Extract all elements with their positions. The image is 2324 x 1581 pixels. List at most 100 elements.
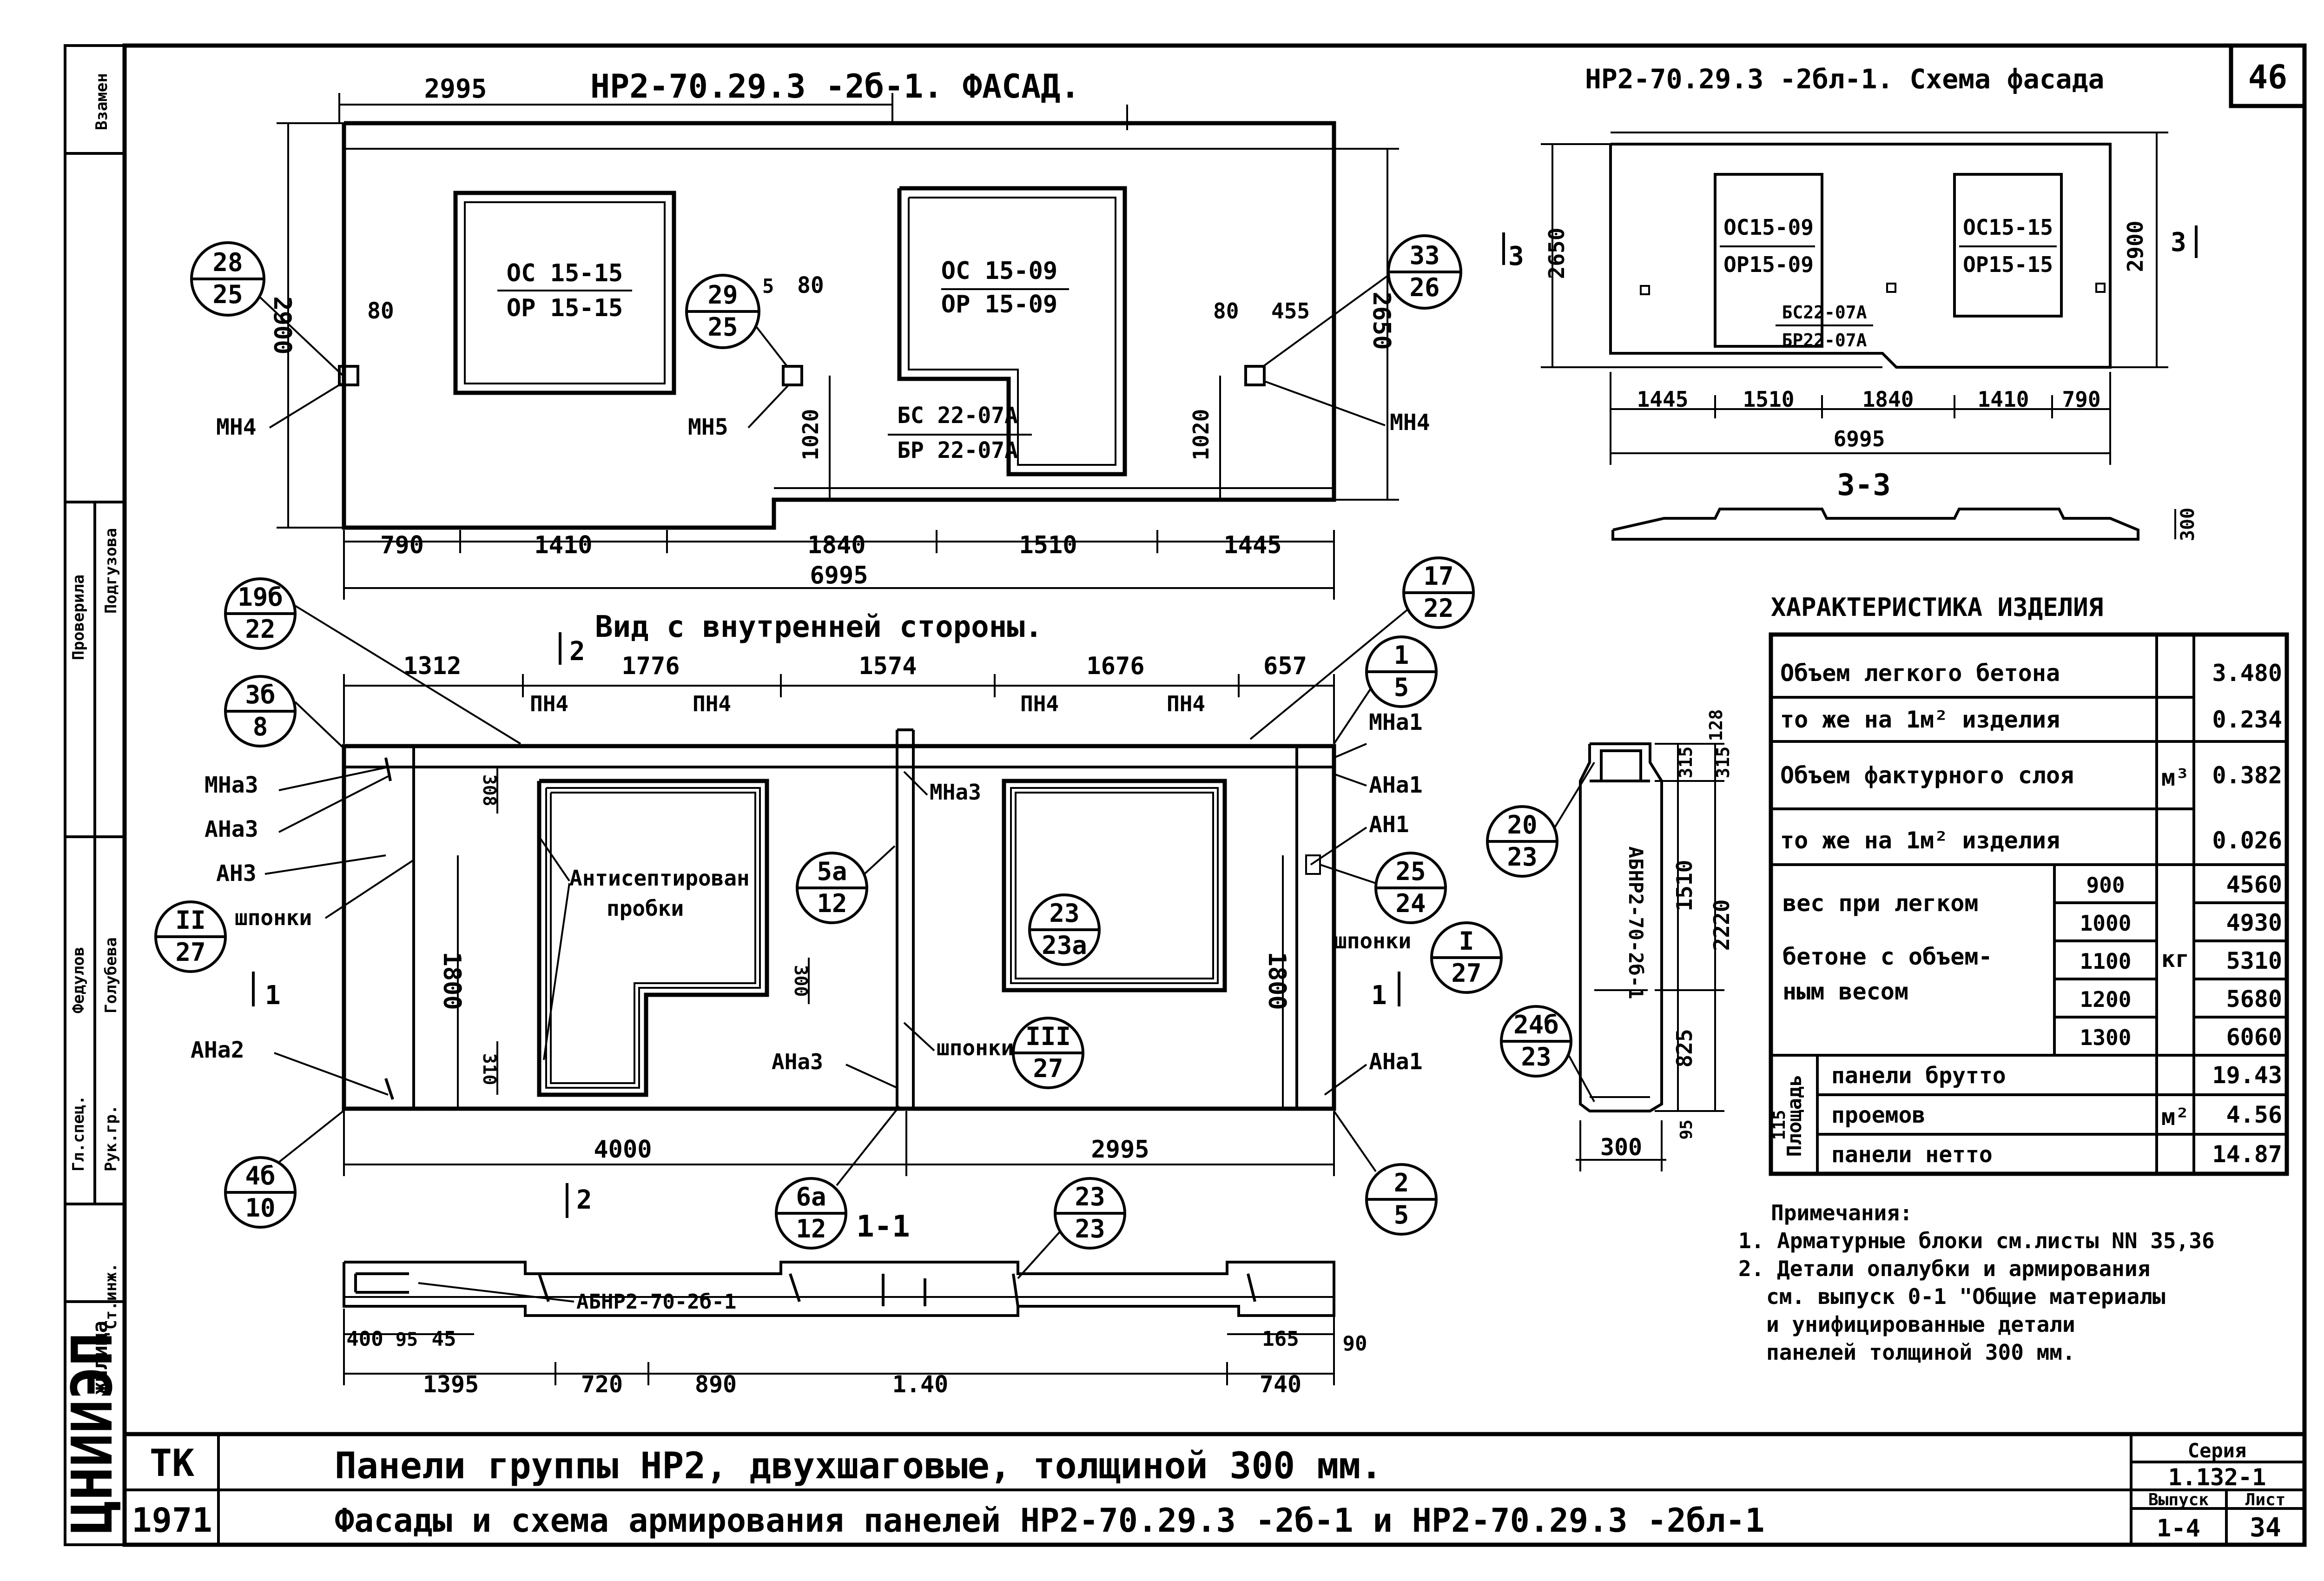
svg-text:6а: 6а [796,1182,826,1211]
svg-text:Примечания:: Примечания: [1771,1200,1913,1225]
svg-text:27: 27 [175,938,205,967]
svg-text:жилища: жилища [88,1321,112,1395]
svg-text:ТК: ТК [150,1442,194,1485]
svg-text:см. выпуск 0-1 "Общие материал: см. выпуск 0-1 "Общие материалы [1766,1284,2166,1309]
title-line-2: Фасады и схема армирования панелей НР2-7… [335,1502,1764,1540]
svg-text:4560: 4560 [2226,871,2282,898]
svg-text:Голубева: Голубева [102,937,120,1013]
svg-text:МНа3: МНа3 [205,772,258,798]
svg-text:то же на 1м² изделия: то же на 1м² изделия [1780,706,2060,733]
svg-text:455: 455 [1271,298,1310,324]
svg-text:1: 1 [265,980,281,1011]
svg-text:1.132-1: 1.132-1 [2168,1464,2266,1491]
svg-text:25: 25 [1395,857,1426,886]
svg-text:4930: 4930 [2226,909,2282,936]
svg-text:24: 24 [1395,889,1426,918]
svg-text:шпонки: шпонки [235,905,312,930]
svg-text:ПН4: ПН4 [1020,691,1059,716]
svg-text:0.234: 0.234 [2212,706,2282,733]
svg-text:II: II [175,906,205,935]
section-3-3-title: 3-3 [1837,468,1891,503]
svg-text:95: 95 [396,1329,418,1350]
svg-text:1410: 1410 [1978,387,2029,412]
svg-text:Лист: Лист [2245,1490,2286,1509]
svg-text:ОР 15-09: ОР 15-09 [941,291,1057,318]
svg-text:28: 28 [212,248,243,277]
svg-text:5: 5 [762,275,774,298]
svg-text:АНа1: АНа1 [1369,1049,1423,1075]
svg-text:и унифицированные детали: и унифицированные детали [1766,1312,2075,1337]
svg-text:27: 27 [1033,1054,1063,1083]
svg-text:1. Арматурные блоки см.листы N: 1. Арматурные блоки см.листы NN 35,36 [1738,1228,2215,1253]
svg-text:ОС15-09: ОС15-09 [1723,215,1814,240]
svg-text:вес при легком: вес при легком [1783,890,1978,917]
svg-text:22: 22 [245,615,275,644]
facade-scheme: НР2-70.29.3 -2бл-1. Схема фасада ОС15-09… [1502,63,2199,541]
svg-text:м³: м³ [2161,764,2189,791]
svg-text:2900: 2900 [268,296,296,354]
svg-text:20: 20 [1507,810,1537,840]
svg-text:АНа2: АНа2 [191,1037,244,1063]
svg-text:95: 95 [1677,1119,1696,1139]
svg-text:1100: 1100 [2080,949,2132,974]
svg-text:300: 300 [1600,1134,1642,1161]
svg-text:БР 22-07А: БР 22-07А [897,437,1018,463]
svg-text:3.480: 3.480 [2212,660,2282,687]
svg-text:1510: 1510 [1019,531,1077,559]
svg-text:ОР15-09: ОР15-09 [1723,252,1814,277]
svg-text:панели нетто: панели нетто [1831,1142,1993,1168]
svg-text:2. Детали опалубки и армирован: 2. Детали опалубки и армирования [1738,1256,2150,1281]
svg-text:300: 300 [2177,508,2199,541]
svg-text:5: 5 [1394,1200,1409,1230]
svg-text:то же на 1м² изделия: то же на 1м² изделия [1780,827,2060,854]
svg-text:1300: 1300 [2080,1025,2132,1050]
svg-text:790: 790 [2062,387,2100,412]
svg-text:300: 300 [791,965,811,997]
svg-text:27: 27 [1451,959,1481,988]
svg-text:м²: м² [2161,1104,2189,1131]
svg-text:ным весом: ным весом [1783,978,1908,1005]
inner-view-title: Вид с внутренней стороны. [595,610,1043,644]
svg-text:80: 80 [1213,298,1239,324]
svg-text:33: 33 [1409,241,1439,270]
svg-text:80: 80 [367,298,394,324]
svg-text:2995: 2995 [424,74,487,104]
svg-text:5: 5 [1394,673,1409,702]
svg-text:3: 3 [2171,227,2186,258]
svg-text:790: 790 [380,531,424,559]
svg-text:128: 128 [1706,709,1726,741]
svg-text:Проверила: Проверила [69,575,88,660]
svg-text:Выпуск: Выпуск [2148,1490,2209,1509]
svg-text:1020: 1020 [798,409,823,461]
title-block: ТК 1971 Панели группы НР2, двухшаговые, … [125,1432,2304,1545]
svg-text:12: 12 [796,1214,826,1244]
svg-text:19б: 19б [238,582,283,612]
svg-text:2: 2 [569,636,585,667]
section-1-1: 1-1 23 23 АБНР2-70-2б-1 400 95 45 165 90… [343,1177,1367,1398]
svg-text:Рук.гр.: Рук.гр. [102,1105,120,1171]
svg-text:6995: 6995 [1834,426,1885,451]
svg-text:1840: 1840 [1862,387,1914,412]
svg-text:МН5: МН5 [688,414,728,440]
svg-text:Взамен: Взамен [92,73,111,130]
svg-text:1410: 1410 [534,531,592,559]
svg-text:1: 1 [1394,641,1409,670]
svg-text:ЦНИИЭП: ЦНИИЭП [60,1333,125,1534]
svg-text:шпонки: шпонки [937,1035,1014,1060]
svg-text:2: 2 [576,1185,592,1215]
svg-text:23: 23 [1075,1214,1105,1244]
svg-text:0.026: 0.026 [2212,827,2282,854]
svg-text:2995: 2995 [1091,1136,1149,1164]
svg-text:Подгузова: Подгузова [102,528,120,614]
svg-text:ОС 15-09: ОС 15-09 [941,257,1057,285]
svg-text:пробки: пробки [607,896,684,921]
svg-text:Объем легкого бетона: Объем легкого бетона [1780,660,2060,687]
svg-text:НР2-70.29.3 -2бл-1. Схема фаса: НР2-70.29.3 -2бл-1. Схема фасада [1585,63,2104,95]
svg-text:315: 315 [1713,747,1733,779]
svg-text:1: 1 [1371,980,1387,1011]
svg-text:1.40: 1.40 [892,1371,948,1398]
svg-text:23: 23 [1507,842,1537,872]
svg-text:2220: 2220 [1709,900,1734,951]
sheet-number: 46 [2248,58,2287,96]
